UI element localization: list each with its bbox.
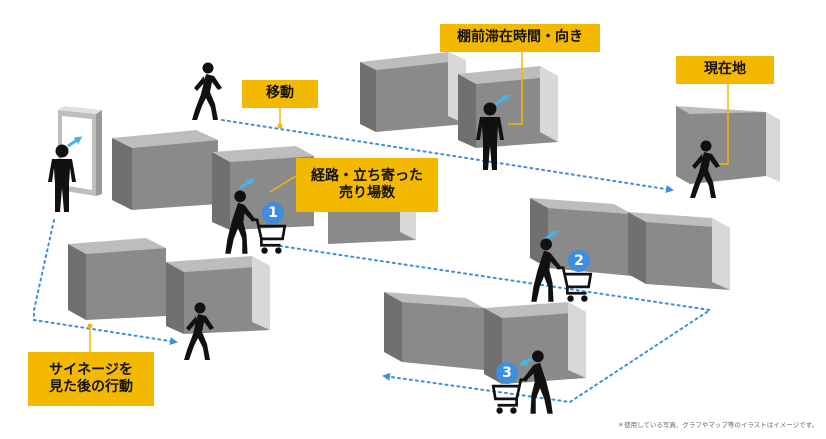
gaze-arrow [519, 356, 535, 366]
leader-lines [89, 50, 729, 352]
shelf [112, 130, 218, 210]
person-walking-icon [192, 62, 222, 120]
label-route-line1: 経路・立ち寄った [311, 167, 423, 184]
label-signage-line2: 見た後の行動 [49, 379, 133, 395]
shelf [166, 256, 270, 334]
label-route: 経路・立ち寄った 売り場数 [296, 158, 438, 212]
shelves [68, 52, 780, 384]
badge-2: 2 [568, 250, 590, 272]
shelf [628, 212, 730, 290]
disclaimer-note: ＊使用している写真、グラフやマップ等のイラストはイメージです。 [617, 421, 818, 429]
path-movement [221, 119, 674, 194]
leader-dots [87, 123, 283, 329]
shelf [384, 292, 484, 370]
shelf [360, 52, 466, 132]
label-signage-behavior: サイネージを 見た後の行動 [28, 352, 154, 406]
label-movement: 移動 [242, 80, 318, 108]
gaze-arrow [239, 178, 255, 190]
shelf [212, 146, 314, 230]
badge-1: 1 [262, 202, 284, 224]
gaze-arrow [67, 136, 83, 148]
path-route [279, 245, 713, 404]
label-movement-text: 移動 [266, 85, 294, 102]
movement-paths [33, 119, 713, 404]
label-route-line2: 売り場数 [339, 185, 395, 201]
shelf [484, 302, 586, 384]
gaze-arrow [495, 94, 511, 106]
path-signage-loop [33, 219, 178, 346]
shelf [68, 238, 166, 320]
label-current-location: 現在地 [676, 56, 774, 84]
label-shelf-dwell-time: 棚前滞在時間・向き [440, 24, 600, 52]
label-signage-line1: サイネージを [49, 361, 133, 378]
label-shelf-dwell-time-text: 棚前滞在時間・向き [457, 29, 583, 46]
label-current-location-text: 現在地 [704, 61, 746, 78]
shelf [458, 66, 558, 148]
badge-3: 3 [496, 362, 518, 384]
